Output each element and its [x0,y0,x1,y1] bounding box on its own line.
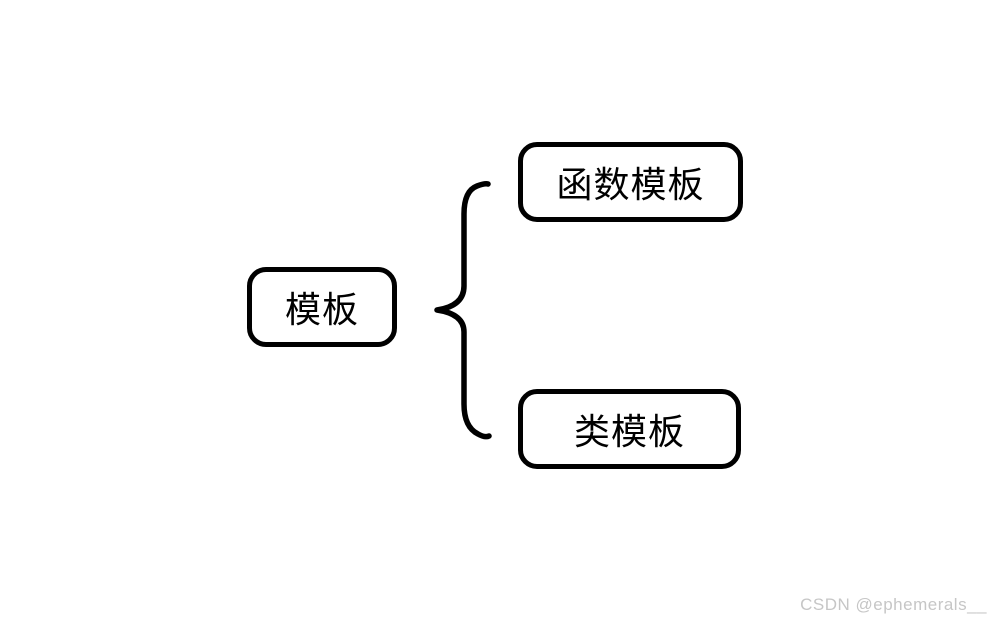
csdn-watermark: CSDN @ephemerals__ [800,595,987,614]
node-class-template: 类模板 [518,389,741,469]
node-template: 模板 [247,267,397,347]
node-class-template-label: 类模板 [573,411,685,452]
curly-brace-connector-icon [434,181,492,440]
node-function-template: 函数模板 [518,142,743,222]
node-template-label: 模板 [284,289,359,330]
node-function-template-label: 函数模板 [556,164,705,205]
